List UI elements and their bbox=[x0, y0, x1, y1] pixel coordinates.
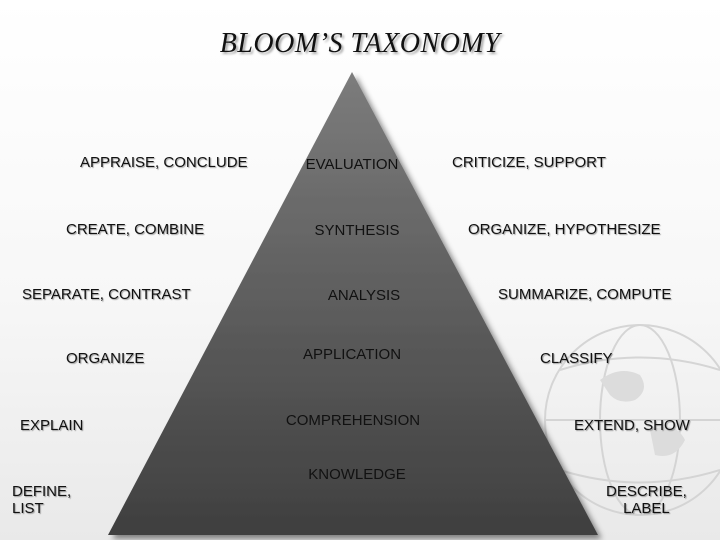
left-verb-analysis: SEPARATE, CONTRAST bbox=[22, 286, 191, 303]
level-knowledge: KNOWLEDGE bbox=[308, 466, 406, 483]
right-verb-evaluation: CRITICIZE, SUPPORT bbox=[452, 154, 606, 171]
left-verb-evaluation: APPRAISE, CONCLUDE bbox=[80, 154, 248, 171]
right-verb-analysis: SUMMARIZE, COMPUTE bbox=[498, 286, 672, 303]
right-verb-application: CLASSIFY bbox=[540, 350, 613, 367]
left-verb-knowledge: DEFINE, LIST bbox=[12, 483, 72, 517]
level-evaluation: EVALUATION bbox=[305, 156, 399, 173]
left-verb-synthesis: CREATE, COMBINE bbox=[66, 221, 205, 238]
pyramid-shape bbox=[108, 72, 598, 535]
page-title: BLOOM’S TAXONOMY bbox=[219, 28, 501, 59]
left-verb-application: ORGANIZE bbox=[66, 350, 145, 367]
level-application: APPLICATION bbox=[302, 346, 402, 363]
level-comprehension: COMPREHENSION bbox=[285, 412, 421, 429]
right-verb-synthesis: ORGANIZE, HYPOTHESIZE bbox=[468, 221, 661, 238]
left-verb-comprehension: EXPLAIN bbox=[20, 417, 84, 434]
right-verb-comprehension: EXTEND, SHOW bbox=[574, 417, 690, 434]
level-analysis: ANALYSIS bbox=[327, 287, 401, 304]
right-verb-knowledge: DESCRIBE, LABEL bbox=[606, 483, 687, 517]
level-synthesis: SYNTHESIS bbox=[314, 222, 400, 239]
